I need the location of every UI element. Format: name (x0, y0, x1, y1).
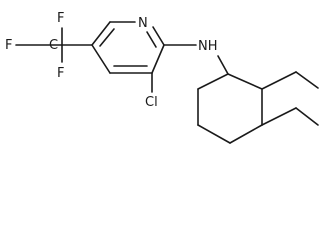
bond-methyl-3 (261, 107, 297, 126)
atom-label-c-cf3: C (49, 38, 58, 53)
bond-methyl-2 (295, 71, 319, 89)
bond-methyl-4 (295, 107, 319, 126)
bond-c5-c6-double (99, 28, 115, 47)
bond-nh-cyclohexyl (217, 55, 229, 75)
atom-label-f-bottom: F (57, 66, 64, 81)
atom-label-nh: NH (198, 39, 218, 54)
bond-methyl-1 (261, 71, 297, 90)
bond-r3-r4 (229, 124, 263, 144)
bond-c5-c6 (91, 21, 111, 46)
bond-r1-r2 (227, 73, 263, 90)
atom-label-cl: Cl (145, 95, 158, 110)
chemical-structure-diagram: N NH Cl C F F F (5, 11, 319, 144)
molecule-svg: N NH Cl C F F F (5, 11, 319, 144)
atom-label-n-ring: N (138, 16, 148, 31)
bond-c4-c5 (91, 44, 111, 74)
bond-c2-c3 (151, 44, 165, 74)
atom-label-f-left: F (5, 38, 12, 53)
bond-r4-r5 (197, 124, 231, 144)
atom-label-f-top: F (57, 11, 64, 26)
bond-r6-r1 (197, 73, 229, 90)
bond-n1-c2-double (146, 31, 157, 48)
bond-n1-c2 (152, 26, 165, 46)
cyclohexane-ring (197, 73, 263, 144)
trifluoromethyl-group (15, 27, 93, 63)
pyridine-ring (91, 21, 165, 74)
